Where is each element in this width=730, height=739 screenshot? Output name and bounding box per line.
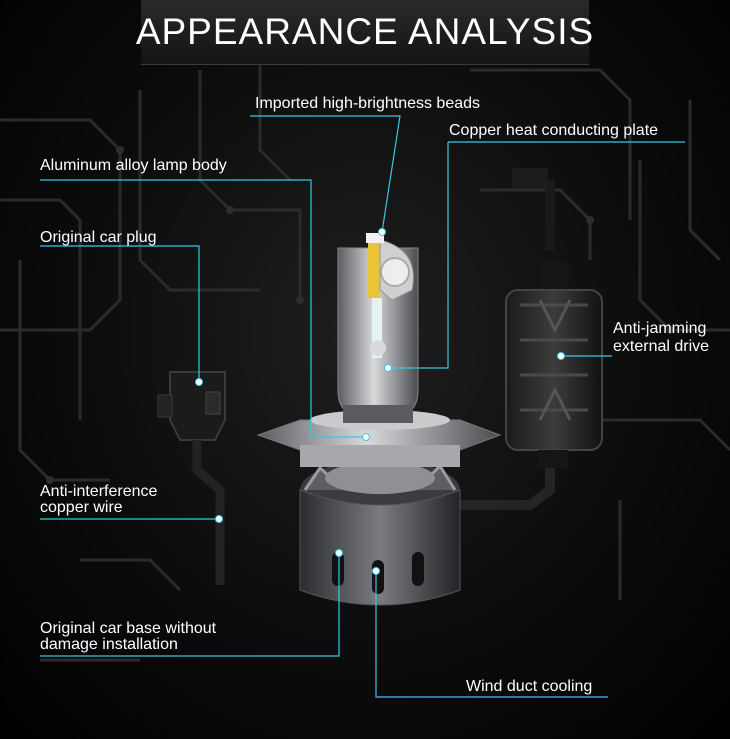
label-copper-plate: Copper heat conducting plate xyxy=(449,122,659,139)
heatsink-fan-base xyxy=(299,459,461,606)
label-lamp-body: Aluminum alloy lamp body xyxy=(40,157,227,174)
page-title: APPEARANCE ANALYSIS xyxy=(135,11,595,52)
label-anti-interference-line1: Anti-interference xyxy=(40,483,158,500)
label-car-base-line2: damage installation xyxy=(40,636,178,653)
wind-duct-marker xyxy=(372,567,380,575)
label-anti-jamming-line1: Anti-jamming xyxy=(613,320,707,337)
car-base-marker xyxy=(335,549,343,557)
lamp-body-marker xyxy=(362,433,370,441)
copper-wire-marker xyxy=(215,515,223,523)
label-wind-duct: Wind duct cooling xyxy=(466,678,593,695)
label-car-plug: Original car plug xyxy=(40,229,157,246)
driver-marker xyxy=(557,352,565,360)
label-anti-jamming-line2: external drive xyxy=(613,338,710,355)
aluminum-lamp-body xyxy=(337,233,419,423)
copper-plate-marker xyxy=(384,364,392,372)
beads-marker xyxy=(378,228,386,236)
label-anti-interference-line2: copper wire xyxy=(40,499,123,516)
external-driver-box xyxy=(505,262,603,468)
label-beads: Imported high-brightness beads xyxy=(255,95,481,112)
title-banner: APPEARANCE ANALYSIS xyxy=(136,0,593,65)
car-plug xyxy=(157,371,226,585)
bottom-cable xyxy=(450,450,555,510)
car-plug-marker xyxy=(195,378,203,386)
label-car-base-line1: Original car base without xyxy=(40,620,217,637)
